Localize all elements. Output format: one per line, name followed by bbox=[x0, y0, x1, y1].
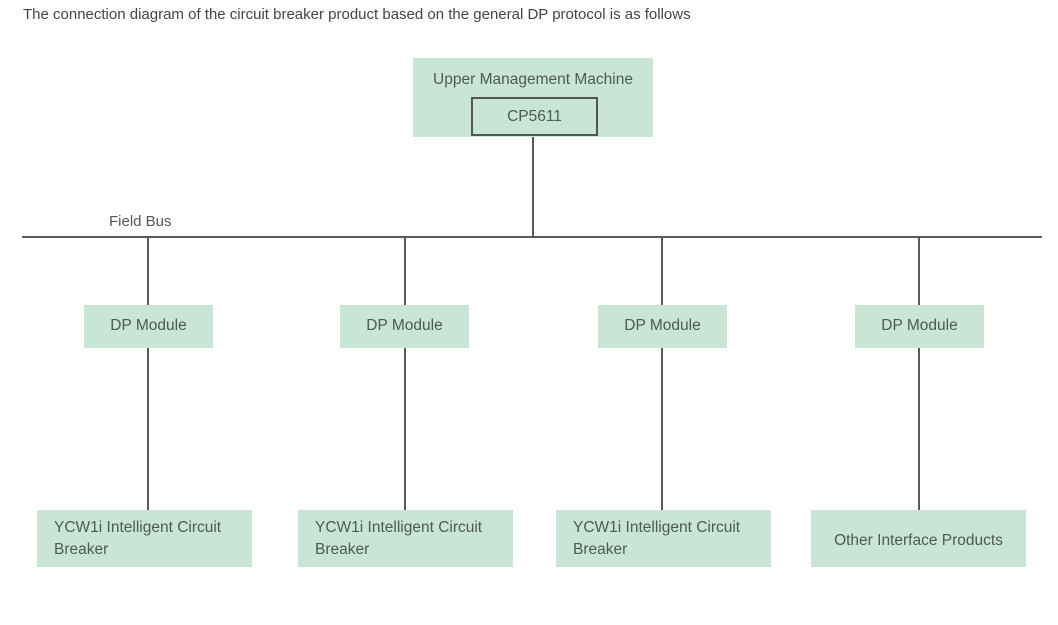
field-bus-line bbox=[22, 236, 1042, 238]
dp-module: DP Module bbox=[855, 305, 984, 348]
bus-drop-line bbox=[918, 238, 920, 305]
upper-management-machine: Upper Management Machine CP5611 bbox=[413, 58, 653, 137]
product-box: YCW1i Intelligent Circuit Breaker bbox=[298, 510, 513, 567]
diagram-caption: The connection diagram of the circuit br… bbox=[23, 6, 691, 23]
upper-machine-label: Upper Management Machine bbox=[433, 71, 633, 88]
dp-module: DP Module bbox=[84, 305, 213, 348]
product-box: Other Interface Products bbox=[811, 510, 1026, 567]
cp5611-card: CP5611 bbox=[471, 97, 598, 136]
module-link-line bbox=[661, 348, 663, 510]
module-link-line bbox=[147, 348, 149, 510]
bus-drop-line bbox=[147, 238, 149, 305]
bus-drop-line bbox=[661, 238, 663, 305]
dp-module: DP Module bbox=[340, 305, 469, 348]
bus-drop-line bbox=[404, 238, 406, 305]
uplink-line bbox=[532, 137, 534, 238]
module-link-line bbox=[404, 348, 406, 510]
field-bus-label: Field Bus bbox=[109, 213, 172, 230]
dp-module: DP Module bbox=[598, 305, 727, 348]
product-box: YCW1i Intelligent Circuit Breaker bbox=[556, 510, 771, 567]
module-link-line bbox=[918, 348, 920, 510]
product-box: YCW1i Intelligent Circuit Breaker bbox=[37, 510, 252, 567]
